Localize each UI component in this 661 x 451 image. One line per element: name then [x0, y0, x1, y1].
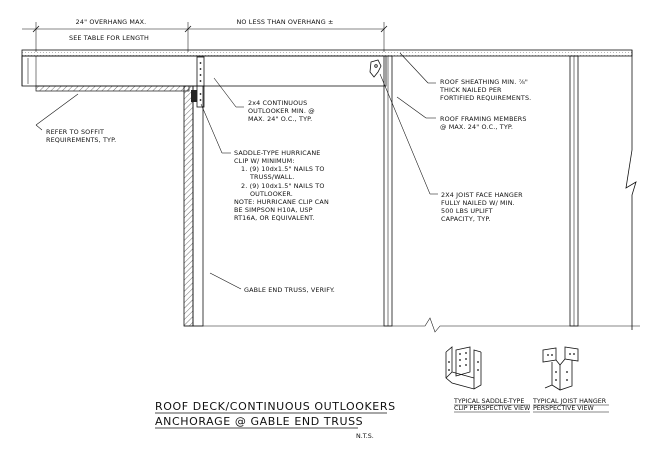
bottom-break-line [184, 317, 640, 333]
drawing-title-line-1: ROOF DECK/CONTINUOUS OUTLOOKERS [155, 400, 396, 413]
gable-end-truss [183, 85, 204, 327]
dimension-lines [22, 22, 388, 52]
saddle-clip-caption: TYPICAL SADDLE-TYPE CLIP PERSPECTIVE VIE… [453, 398, 531, 412]
joist-face-hanger [369, 59, 382, 78]
hurricane-clip [191, 56, 205, 108]
overhang-max-dimension: 24" OVERHANG MAX. [76, 18, 147, 26]
roof-sheathing-note: ROOF SHEATHING MIN. ⅞" THICK NAILED PER … [439, 78, 531, 102]
no-less-than-overhang-dimension: NO LESS THAN OVERHANG ± [237, 18, 334, 26]
scale-label: N.T.S. [356, 433, 374, 440]
joist-hanger-caption: TYPICAL JOIST HANGER PERSPECTIVE VIEW [532, 398, 608, 412]
leader-lines [35, 52, 438, 290]
joist-hanger-note: 2X4 JOIST FACE HANGER FULLY NAILED W/ MI… [441, 191, 525, 223]
roof-framing-note: ROOF FRAMING MEMBERS @ MAX. 24" O.C., TY… [440, 115, 529, 131]
soffit-note: REFER TO SOFFIT REQUIREMENTS, TYP. [46, 128, 116, 144]
joist-hanger-perspective-icon [542, 346, 579, 391]
roof-sheathing [21, 49, 633, 57]
gable-end-truss-note: GABLE END TRUSS, VERIFY. [244, 286, 335, 294]
see-table-length-label: SEE TABLE FOR LENGTH [69, 34, 149, 42]
hurricane-clip-note: SADDLE-TYPE HURRICANE CLIP W/ MINIMUM: 1… [234, 149, 331, 222]
drawing-title-line-2: ANCHORAGE @ GABLE END TRUSS [155, 415, 363, 428]
outlooker-note: 2x4 CONTINUOUS OUTLOOKER MIN. @ MAX. 24"… [248, 99, 317, 123]
roof-framing-members [383, 50, 637, 330]
soffit [35, 85, 190, 92]
saddle-clip-perspective-icon [445, 346, 482, 390]
